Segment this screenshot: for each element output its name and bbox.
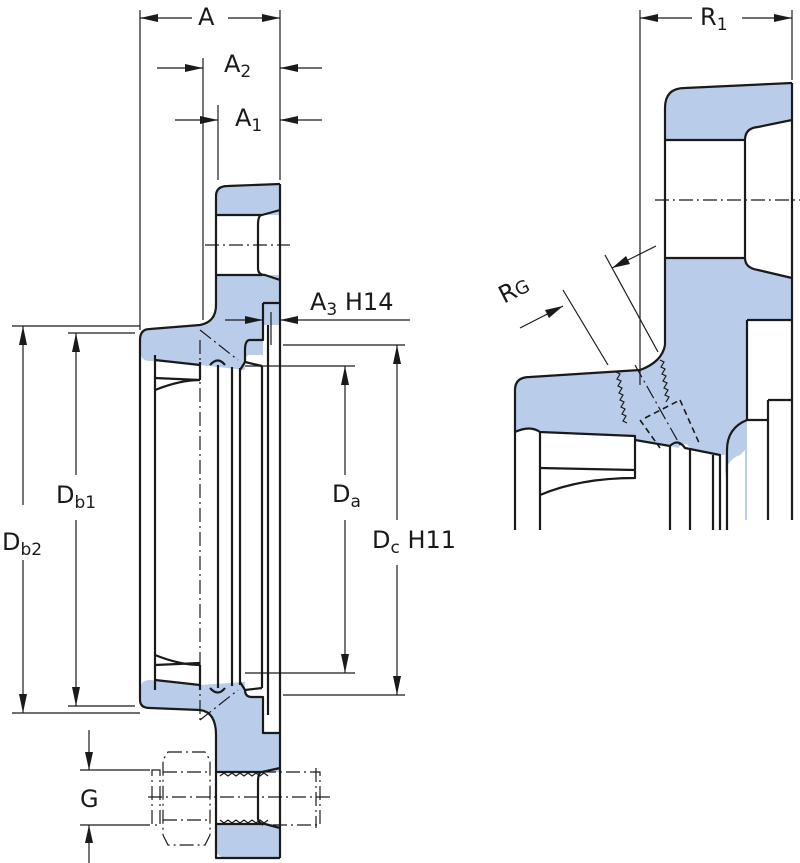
dim-label-dc-h11: Dc H11	[370, 526, 459, 558]
housing-section-left	[138, 182, 330, 860]
dimension-lines-left	[12, 10, 410, 863]
dim-label-a3-h14: A3 H14	[310, 288, 394, 320]
dim-label-da: Da	[330, 480, 363, 512]
dim-label-db1: Db1	[54, 481, 99, 513]
dim-label-g: G	[80, 785, 99, 813]
housing-section-detail	[513, 10, 800, 535]
dim-label-db2: Db2	[0, 528, 45, 560]
dim-label-a1: A1	[235, 104, 263, 136]
dim-label-r1: R1	[698, 3, 730, 35]
dim-label-a2: A2	[224, 50, 252, 82]
dim-label-a: A	[196, 3, 217, 31]
